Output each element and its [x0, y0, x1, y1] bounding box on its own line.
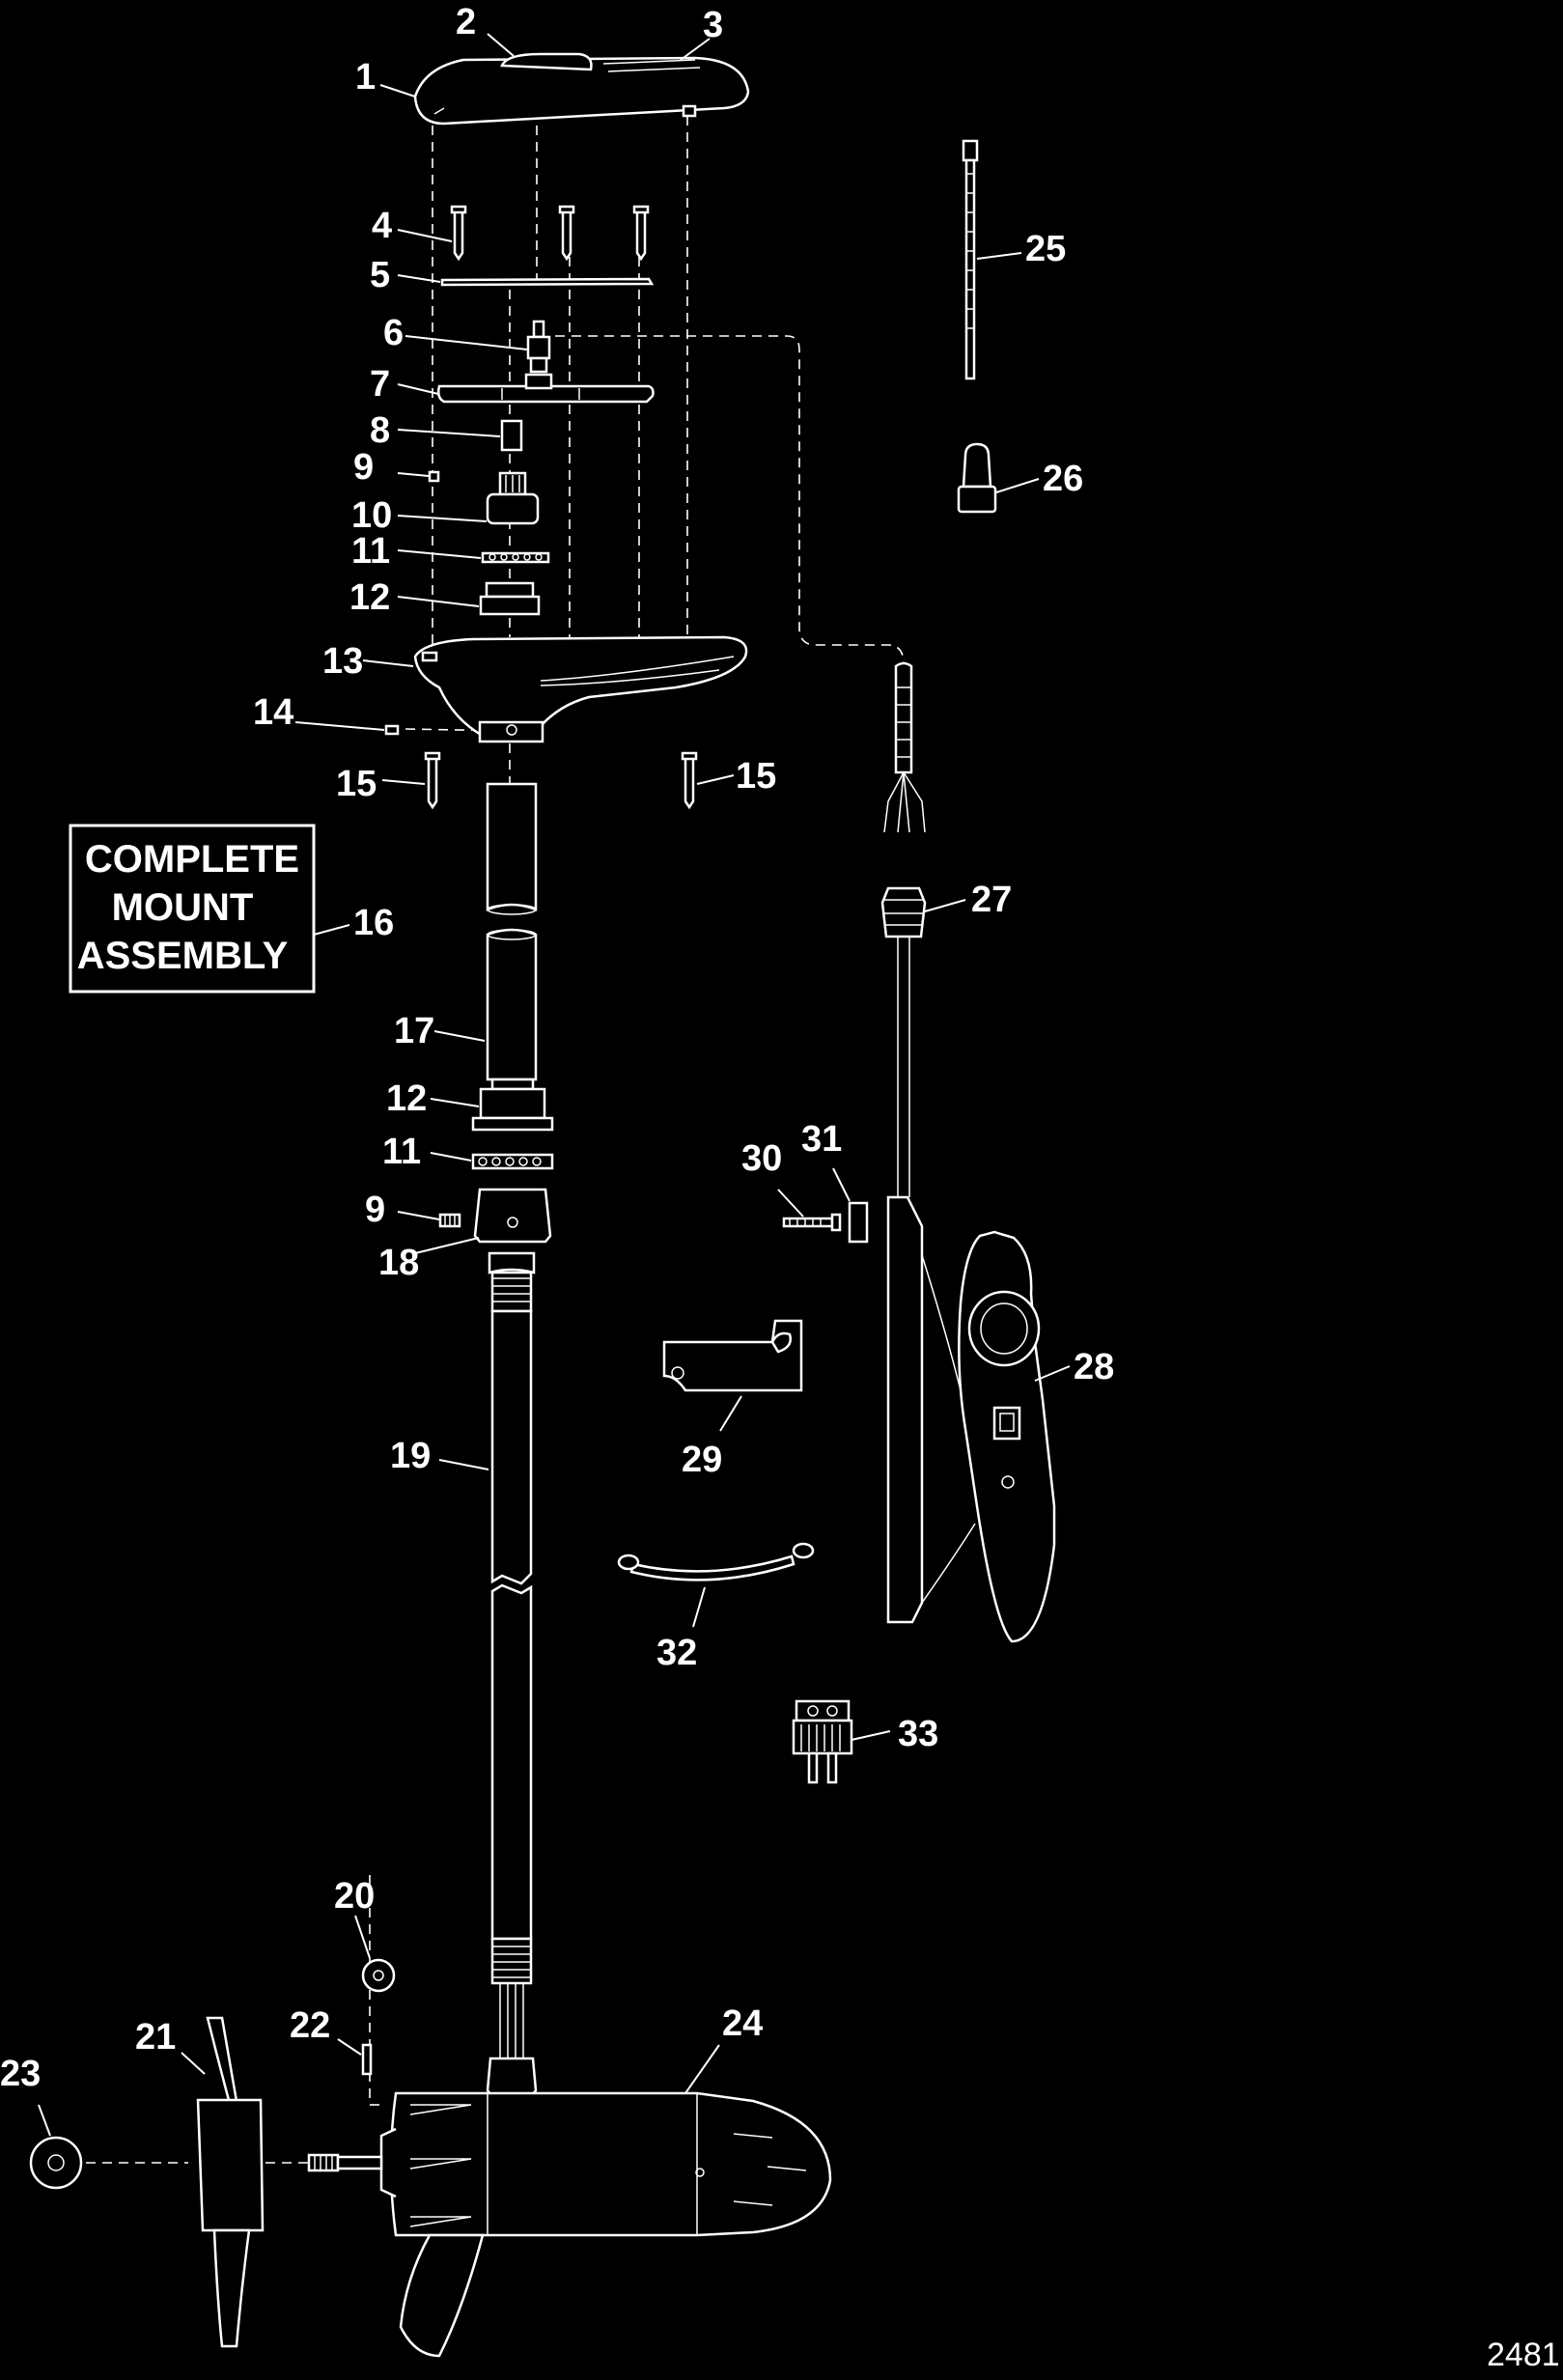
callout-28: 28	[1074, 1347, 1114, 1387]
part-screws-4	[450, 205, 650, 262]
callout-21: 21	[135, 2017, 176, 2058]
part-bracket-7	[436, 373, 655, 404]
callout-6: 6	[383, 313, 404, 353]
part-screws-15	[424, 751, 698, 810]
callout-12-upper: 12	[349, 577, 390, 618]
part-nut-31	[848, 1201, 869, 1244]
callout-17: 17	[394, 1011, 434, 1051]
part-setscrew-9b	[438, 1213, 461, 1228]
part-potentiometer-6	[526, 320, 551, 374]
part-bushing-12b	[471, 1078, 554, 1132]
callout-30: 30	[741, 1138, 782, 1179]
callout-22: 22	[290, 2005, 330, 2046]
callout-9-lower: 9	[365, 1190, 385, 1230]
part-bushing-12a	[479, 581, 541, 616]
callout-8: 8	[370, 410, 390, 451]
callout-11-upper: 11	[351, 531, 390, 572]
callout-11-lower: 11	[382, 1132, 421, 1172]
callout-13: 13	[322, 641, 363, 682]
part-bracket-29	[662, 1319, 803, 1392]
part-prop-shaft	[307, 2153, 383, 2172]
callout-2: 2	[456, 2, 476, 42]
part-propeller-21	[196, 2016, 265, 2348]
callout-4: 4	[372, 206, 392, 246]
part-collar-10	[486, 471, 540, 525]
part-motor-24	[379, 2057, 832, 2358]
callout-16: 16	[353, 903, 394, 943]
part-base-housing-13	[413, 635, 748, 743]
part-composite-shaft-19	[488, 1251, 536, 2058]
figure-id: 2481	[1487, 2337, 1560, 2373]
part-bearing-11a	[481, 551, 550, 564]
callout-32: 32	[656, 1633, 697, 1673]
callout-27: 27	[971, 880, 1012, 920]
part-cable-27	[880, 661, 927, 1197]
callout-20: 20	[334, 1876, 375, 1917]
callout-numbers: 1 2 3 4 5 6 7 8 9 10 11 12 13 14 15 15 1…	[0, 2, 1114, 2094]
callout-14: 14	[253, 692, 293, 733]
callout-9-upper: 9	[353, 447, 374, 488]
part-cable-tie-25	[962, 139, 979, 380]
part-nut-20	[361, 1958, 396, 1993]
part-pin-22	[361, 2043, 373, 2076]
part-pin-14	[384, 724, 400, 736]
part-screw-30	[782, 1213, 842, 1232]
callout-23: 23	[0, 2054, 41, 2094]
callout-33: 33	[898, 1714, 938, 1754]
callout-10: 10	[351, 495, 392, 536]
box-line-1: COMPLETE	[85, 838, 299, 881]
callout-29: 29	[682, 1440, 722, 1480]
part-setscrew-9a	[428, 470, 440, 483]
complete-mount-assembly-box: COMPLETE MOUNT ASSEMBLY	[69, 824, 316, 994]
part-bearing-11b	[471, 1153, 554, 1170]
part-plug-33	[792, 1699, 853, 1784]
part-battery-cable-32	[617, 1542, 815, 1582]
callout-15-left: 15	[336, 764, 377, 804]
leader-lines	[38, 33, 1071, 2137]
part-plate-5	[440, 277, 655, 287]
callout-26: 26	[1043, 459, 1083, 499]
callout-25: 25	[1025, 229, 1066, 269]
part-wire-cap-26	[957, 442, 997, 514]
part-foot-pedal-28	[886, 1195, 1056, 1643]
box-line-2: MOUNT	[112, 886, 254, 929]
part-propnut-23	[29, 2136, 83, 2190]
callout-18: 18	[378, 1243, 419, 1283]
part-sleeve-8	[500, 419, 523, 452]
callout-19: 19	[390, 1436, 431, 1476]
part-top-cover	[413, 52, 750, 126]
callout-15-right: 15	[736, 756, 776, 797]
callout-3: 3	[703, 5, 723, 45]
callout-1: 1	[355, 57, 376, 98]
part-collar-18	[473, 1188, 552, 1244]
callout-12-lower: 12	[386, 1078, 427, 1119]
callout-5: 5	[370, 255, 390, 295]
alignment-lines	[70, 116, 905, 2164]
callout-31: 31	[801, 1119, 842, 1160]
callout-7: 7	[370, 364, 390, 405]
callout-24: 24	[722, 2003, 763, 2044]
part-shaft-17	[486, 782, 538, 1081]
box-line-3: ASSEMBLY	[77, 935, 289, 977]
